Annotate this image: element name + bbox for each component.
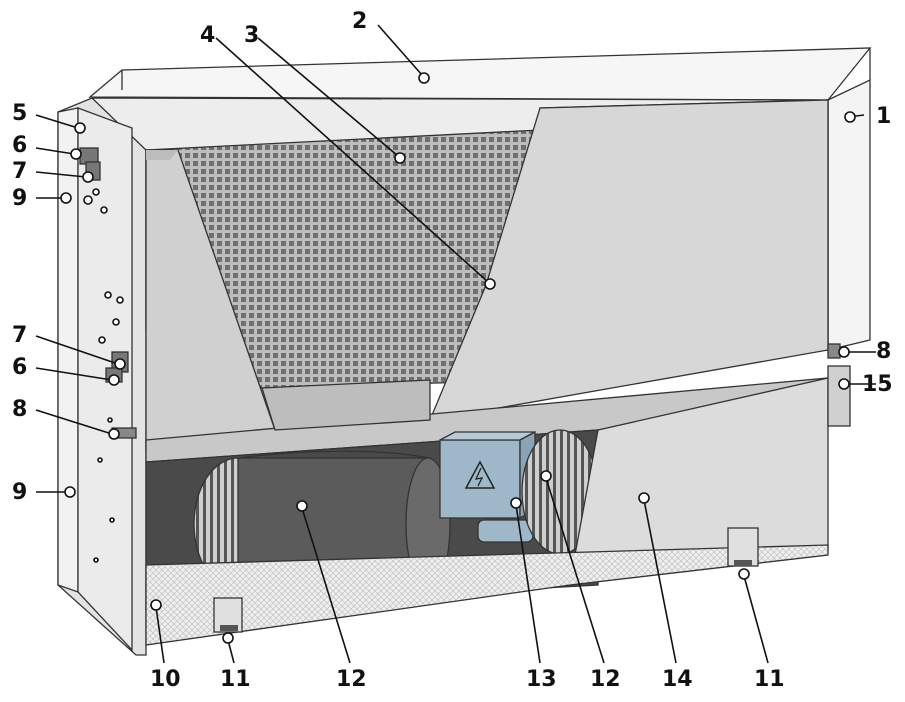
callout-leaders bbox=[35, 24, 876, 664]
electric-hazard-icon bbox=[464, 460, 496, 489]
callout-15: 15 bbox=[862, 372, 893, 397]
callout-9-bottom: 9 bbox=[12, 480, 27, 505]
callout-11-right: 11 bbox=[754, 667, 785, 692]
callout-7-middle: 7 bbox=[12, 323, 27, 348]
left-panel-holes bbox=[83, 188, 124, 563]
callout-6-middle: 6 bbox=[12, 355, 27, 380]
callout-8-right: 8 bbox=[876, 339, 891, 364]
callout-1: 1 bbox=[876, 104, 891, 129]
callout-2: 2 bbox=[352, 9, 367, 34]
callout-12-left: 12 bbox=[336, 667, 367, 692]
callout-labels: 1 2 3 4 5 6 7 9 7 6 8 9 8 15 10 11 12 13… bbox=[12, 9, 893, 692]
callout-points bbox=[60, 72, 856, 644]
front-cover-panel bbox=[145, 99, 829, 451]
left-side-panel bbox=[57, 97, 147, 656]
filter-clip-right bbox=[727, 527, 759, 567]
callout-12-right: 12 bbox=[590, 667, 621, 692]
callout-9-top: 9 bbox=[12, 186, 27, 211]
callout-10: 10 bbox=[150, 667, 181, 692]
callout-8-left: 8 bbox=[12, 397, 27, 422]
callout-6-top: 6 bbox=[12, 133, 27, 158]
callout-14: 14 bbox=[662, 667, 693, 692]
callout-3: 3 bbox=[244, 23, 259, 48]
connection-box bbox=[827, 365, 851, 427]
callout-13: 13 bbox=[526, 667, 557, 692]
callout-4: 4 bbox=[200, 23, 215, 48]
filter-clip-left bbox=[213, 597, 243, 633]
callout-5: 5 bbox=[12, 101, 27, 126]
callout-11-left: 11 bbox=[220, 667, 251, 692]
callout-7-top: 7 bbox=[12, 159, 27, 184]
